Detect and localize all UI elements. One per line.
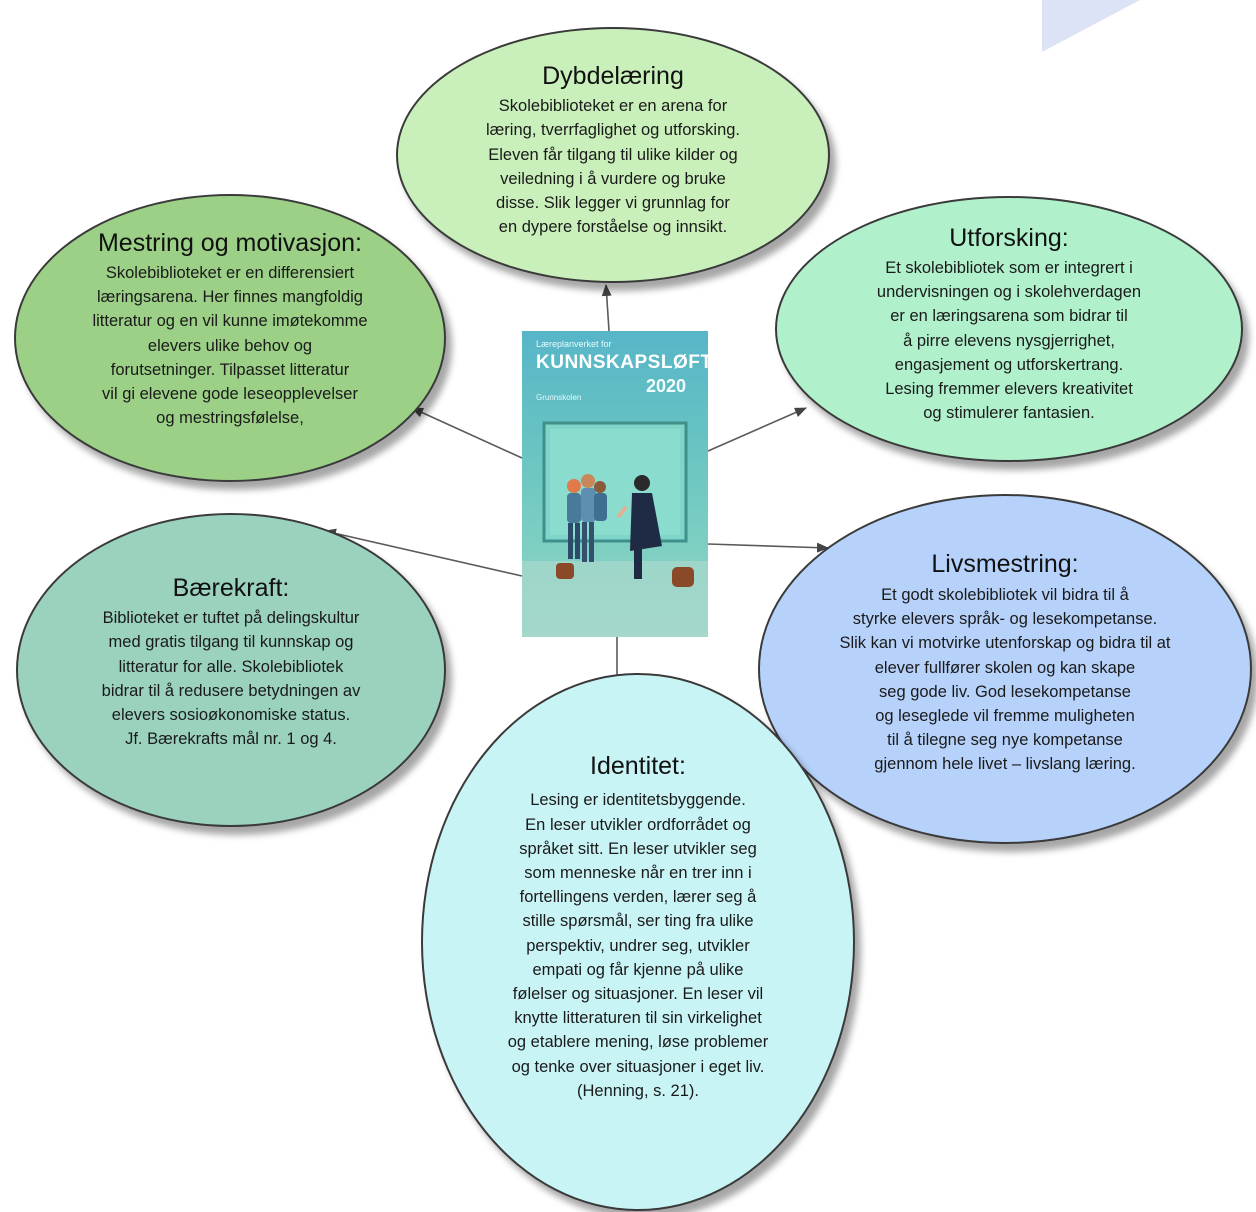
node-baerekraft-title: Bærekraft: — [172, 573, 290, 602]
node-livsmestring: Livsmestring: Et godt skolebibliotek vil… — [758, 494, 1252, 844]
arrow-to-mestring — [411, 407, 523, 459]
node-identitet: Identitet: Lesing er identitetsbyggende.… — [421, 673, 855, 1211]
node-dybdelaering-title: Dybdelæring — [542, 61, 684, 90]
node-mestring-text: Skolebiblioteket er en differensiert lær… — [92, 264, 368, 428]
node-dybdelaering-text: Skolebiblioteket er en arena for læring,… — [485, 97, 741, 237]
arrow-to-baerekraft — [324, 528, 523, 577]
book-cover-year: 2020 — [646, 376, 687, 396]
node-utforsking-text: Et skolebibliotek som er integrert i und… — [876, 259, 1142, 423]
node-utforsking-title: Utforsking: — [949, 223, 1069, 252]
node-mestring-title: Mestring og motivasjon: — [97, 228, 362, 257]
node-identitet-title: Identitet: — [590, 751, 686, 780]
node-baerekraft: Bærekraft: Biblioteket er tuftet på deli… — [16, 513, 446, 827]
node-utforsking: Utforsking: Et skolebibliotek som er int… — [775, 196, 1243, 462]
book-cover-subtitle: Grunnskolen — [536, 393, 582, 402]
node-livsmestring-text: Et godt skolebibliotek vil bidra til å s… — [839, 585, 1171, 774]
book-cover-image: Læreplanverket for KUNNSKAPSLØFTET 2020 … — [522, 331, 708, 637]
node-baerekraft-text: Biblioteket er tuftet på delingskultur m… — [101, 609, 361, 749]
arrow-to-livsmestring — [707, 542, 829, 553]
node-dybdelaering: Dybdelæring Skolebiblioteket er en arena… — [396, 27, 830, 283]
node-mestring: Mestring og motivasjon: Skolebiblioteket… — [14, 194, 446, 482]
book-cover-top-text: Læreplanverket for — [536, 339, 612, 349]
arrow-to-utforsking — [707, 407, 807, 452]
arrow-to-dybdelaering — [601, 284, 612, 332]
book-cover-title: KUNNSKAPSLØFTET — [536, 352, 708, 373]
node-identitet-text: Lesing er identitetsbyggende. En leser u… — [507, 791, 769, 1100]
book-cover-illustration — [522, 421, 708, 637]
node-livsmestring-title: Livsmestring: — [931, 550, 1079, 579]
